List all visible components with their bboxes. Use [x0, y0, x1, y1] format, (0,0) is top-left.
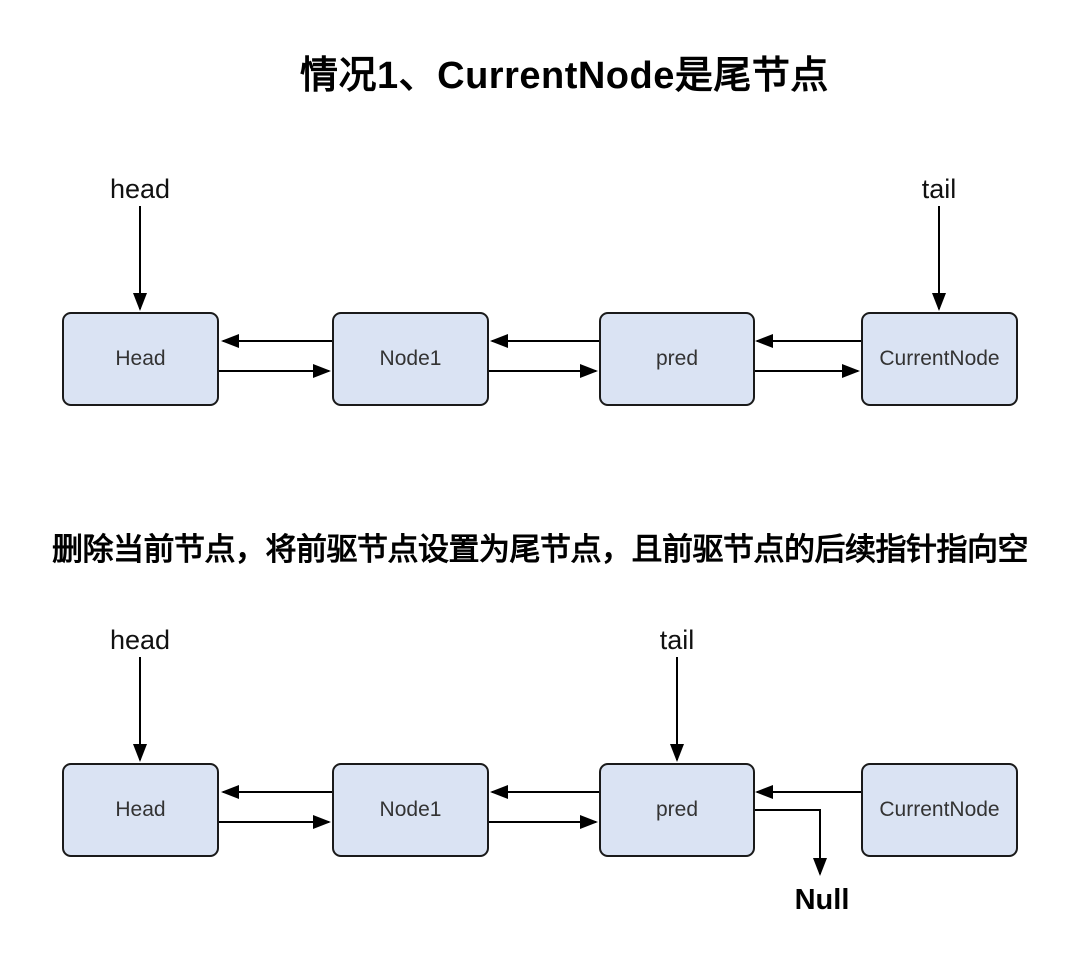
node-node1-before: Node1	[332, 312, 489, 406]
node-pred-after: pred	[599, 763, 755, 857]
node-currentnode-before: CurrentNode	[861, 312, 1018, 406]
tail-pointer-label-after: tail	[659, 625, 695, 655]
head-pointer-label-after: head	[109, 625, 171, 655]
head-pointer-label-before: head	[109, 174, 171, 204]
node-pred-before: pred	[599, 312, 755, 406]
next-arrow-pred-to-null-after	[755, 809, 827, 876]
node-currentnode-after: CurrentNode	[861, 763, 1018, 857]
step-caption: 删除当前节点，将前驱节点设置为尾节点，且前驱节点的后续指针指向空	[52, 532, 1029, 567]
node-head-before: Head	[62, 312, 219, 406]
node-node1-after: Node1	[332, 763, 489, 857]
page-title: 情况1、CurrentNode是尾节点	[300, 55, 829, 97]
null-label: Null	[794, 884, 850, 916]
node-head-after: Head	[62, 763, 219, 857]
tail-pointer-label-before: tail	[921, 174, 957, 204]
